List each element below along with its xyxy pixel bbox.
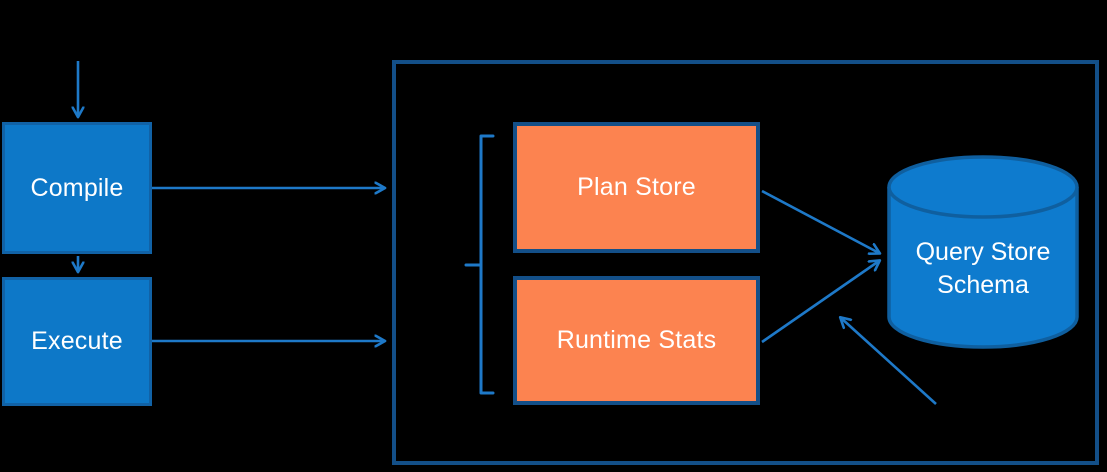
group-bracket — [464, 134, 495, 395]
cylinder-top — [887, 155, 1079, 219]
arrow-runtimestats-to-schema — [761, 261, 879, 344]
node-execute: Execute — [2, 277, 152, 406]
node-runtime-stats: Runtime Stats — [513, 276, 760, 405]
cylinder-body — [887, 187, 1079, 349]
query-store-container-box — [392, 60, 1099, 465]
node-plan-store: Plan Store — [513, 122, 760, 253]
plan-store-label: Plan Store — [577, 173, 696, 201]
database-cylinder-icon — [887, 155, 1079, 349]
runtime-stats-label: Runtime Stats — [556, 326, 717, 354]
node-compile: Compile — [2, 122, 152, 254]
query-store-schema-label: Query Store Schema — [915, 238, 1051, 299]
execute-label: Execute — [31, 327, 123, 355]
compile-label: Compile — [30, 173, 124, 202]
arrow-planstore-to-schema — [761, 189, 879, 253]
arrow-lower-right-annotation — [841, 318, 937, 405]
